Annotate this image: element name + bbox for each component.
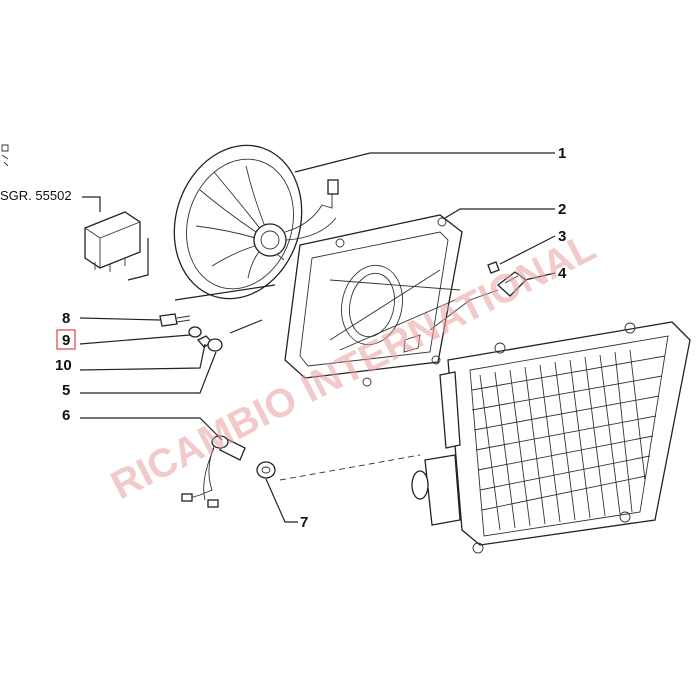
callout-labels: 1 2 3 4 8 9 10 5 6 7 <box>55 145 567 531</box>
fan-motor-part[interactable] <box>155 129 339 316</box>
screw-part[interactable] <box>159 313 191 327</box>
callout-5[interactable]: 5 <box>62 382 70 399</box>
seal-ring-part[interactable] <box>256 461 276 479</box>
callout-1[interactable]: 1 <box>558 145 566 162</box>
fan-shroud-part[interactable] <box>284 214 463 387</box>
callout-8[interactable]: 8 <box>62 310 70 327</box>
locknut-part[interactable] <box>207 338 223 352</box>
washer-part[interactable] <box>188 326 202 338</box>
clip-part[interactable] <box>487 261 500 274</box>
highlight-box <box>56 329 76 350</box>
corner-symbol-icon <box>1 144 9 167</box>
callout-9[interactable]: 9 <box>62 332 70 349</box>
callout-2[interactable]: 2 <box>558 201 566 218</box>
relay-part[interactable] <box>82 196 149 281</box>
callout-4[interactable]: 4 <box>558 265 567 282</box>
radiator-part[interactable] <box>411 321 691 554</box>
radiator-fins <box>471 349 666 531</box>
callout-10[interactable]: 10 <box>55 357 72 374</box>
callout-3[interactable]: 3 <box>558 228 566 245</box>
callout-7[interactable]: 7 <box>300 514 308 531</box>
reference-code: SGR. 55502 <box>0 188 72 203</box>
sensor-harness-part[interactable] <box>181 435 246 508</box>
leader-lines <box>79 152 556 523</box>
callout-6[interactable]: 6 <box>62 407 70 424</box>
